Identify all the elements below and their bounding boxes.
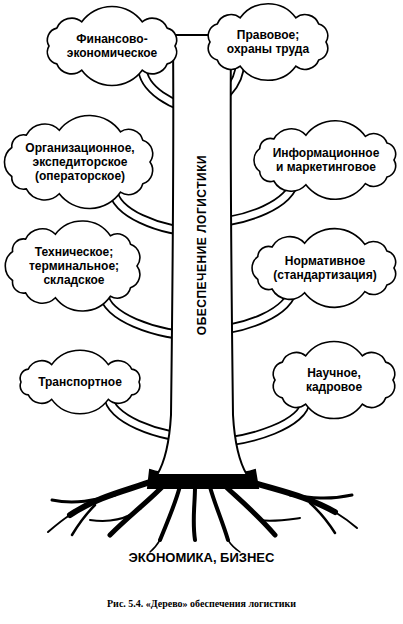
cloud-label: Научное, кадровое <box>288 366 380 394</box>
cloud-node: Нормативное (стандартизация) <box>250 237 400 299</box>
cloud-label: Нормативное (стандартизация) <box>269 254 381 282</box>
cloud-node: Информационное и маркетинговое <box>252 129 400 191</box>
cloud-label: Организационное, экспедиторское (операто… <box>23 141 137 183</box>
cloud-label: Транспортное <box>34 375 126 389</box>
cloud-node: Правовое; охраны труда <box>204 11 332 73</box>
cloud-node: Финансово-экономическое <box>43 15 181 77</box>
cloud-node: Транспортное <box>15 358 145 406</box>
cloud-node: Техническое; терминальное; складское <box>5 228 143 304</box>
cloud-node: Организационное, экспедиторское (операто… <box>4 124 156 200</box>
tree-trunk: ОБЕСПЕЧЕНИЕ ЛОГИСТИКИ <box>157 35 247 475</box>
ground-label: ЭКОНОМИКА, БИЗНЕС <box>0 550 403 565</box>
cloud-label: Информационное и маркетинговое <box>271 146 381 174</box>
cloud-label: Правовое; охраны труда <box>223 28 313 56</box>
trunk-label: ОБЕСПЕЧЕНИЕ ЛОГИСТИКИ <box>195 155 209 335</box>
cloud-label: Финансово-экономическое <box>62 32 162 60</box>
figure-caption: Рис. 5.4. «Дерево» обеспечения логистики <box>0 598 403 609</box>
cloud-label: Техническое; терминальное; складское <box>24 245 124 287</box>
cloud-node: Научное, кадровое <box>269 349 399 411</box>
